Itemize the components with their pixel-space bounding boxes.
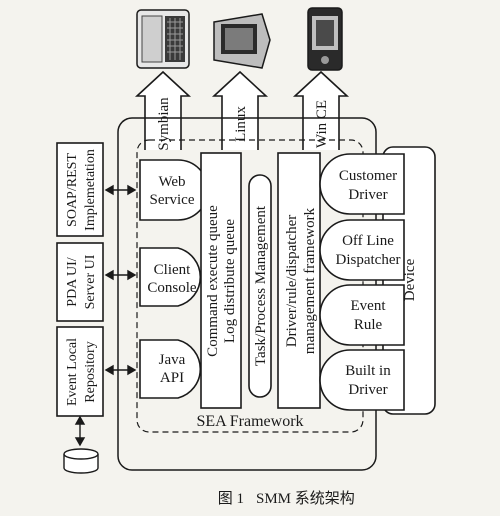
figure-caption: SMM 系统架构 <box>256 490 355 507</box>
svg-text:Rule: Rule <box>354 317 383 333</box>
queue-column: Command execute queue Log distribute que… <box>200 152 242 409</box>
interface-client-console: Client Console <box>139 247 202 307</box>
svg-text:Built in: Built in <box>345 363 391 379</box>
interface-java-api: Java API <box>139 339 202 399</box>
svg-text:Java: Java <box>159 352 186 368</box>
svg-text:API: API <box>160 370 184 386</box>
figure-number: 图 1 <box>218 490 244 507</box>
task-process-column: Task/Process Management <box>248 174 272 398</box>
svg-text:Implemetation: Implemetation <box>83 149 98 231</box>
component-event-rule: Event Rule <box>319 284 405 346</box>
svg-text:Driver: Driver <box>348 187 387 203</box>
component-customer-driver: Customer Driver <box>319 153 405 215</box>
platform-label-linux: Linux <box>233 106 249 142</box>
platform-label-symbian: Symbian <box>156 97 172 151</box>
svg-text:Driver/rule/dispatcher: Driver/rule/dispatcher <box>284 215 300 347</box>
device-label: Device <box>402 258 418 301</box>
svg-text:Web: Web <box>158 174 185 190</box>
database-icon <box>63 448 99 474</box>
left-box-soap-rest: SOAP/REST Implemetation <box>56 142 104 237</box>
svg-text:Driver: Driver <box>348 382 387 398</box>
svg-text:Server UI: Server UI <box>83 254 98 309</box>
symbian-device-icon <box>136 9 190 69</box>
left-box-event-repository: Event Local Repository <box>56 326 104 417</box>
connector-arrows <box>74 184 137 447</box>
arrow-linux: Linux <box>211 70 269 150</box>
svg-text:Off Line: Off Line <box>342 233 394 249</box>
svg-text:management framework: management framework <box>302 207 318 354</box>
svg-text:Event: Event <box>351 298 387 314</box>
svg-text:Command execute queue: Command execute queue <box>205 205 221 357</box>
svg-text:Service: Service <box>150 192 195 208</box>
svg-text:PDA UI/: PDA UI/ <box>65 257 80 307</box>
component-offline-dispatcher: Off Line Dispatcher <box>319 219 405 281</box>
wince-device-icon <box>307 7 343 71</box>
svg-text:Log distribute queue: Log distribute queue <box>222 219 238 343</box>
sea-framework-label: SEA Framework <box>196 413 303 430</box>
platform-label-wince: Win CE <box>314 100 330 148</box>
arrow-symbian: Symbian <box>134 70 192 151</box>
svg-text:Dispatcher: Dispatcher <box>336 252 401 268</box>
interface-web-service: Web Service <box>139 159 209 221</box>
svg-text:Customer: Customer <box>339 168 397 184</box>
component-built-in-driver: Built in Driver <box>319 349 405 411</box>
svg-text:Task/Process Management: Task/Process Management <box>253 205 269 366</box>
svg-text:Repository: Repository <box>83 341 98 402</box>
left-box-pda-ui: PDA UI/ Server UI <box>56 242 104 322</box>
svg-text:Client: Client <box>154 262 191 278</box>
svg-text:Event Local: Event Local <box>65 338 80 406</box>
arrow-wince: Win CE <box>292 70 350 150</box>
linux-device-icon <box>213 13 271 69</box>
driver-framework-column: Driver/rule/dispatcher management framew… <box>277 152 321 409</box>
svg-text:Console: Console <box>147 280 197 296</box>
svg-text:SOAP/REST: SOAP/REST <box>65 153 80 227</box>
